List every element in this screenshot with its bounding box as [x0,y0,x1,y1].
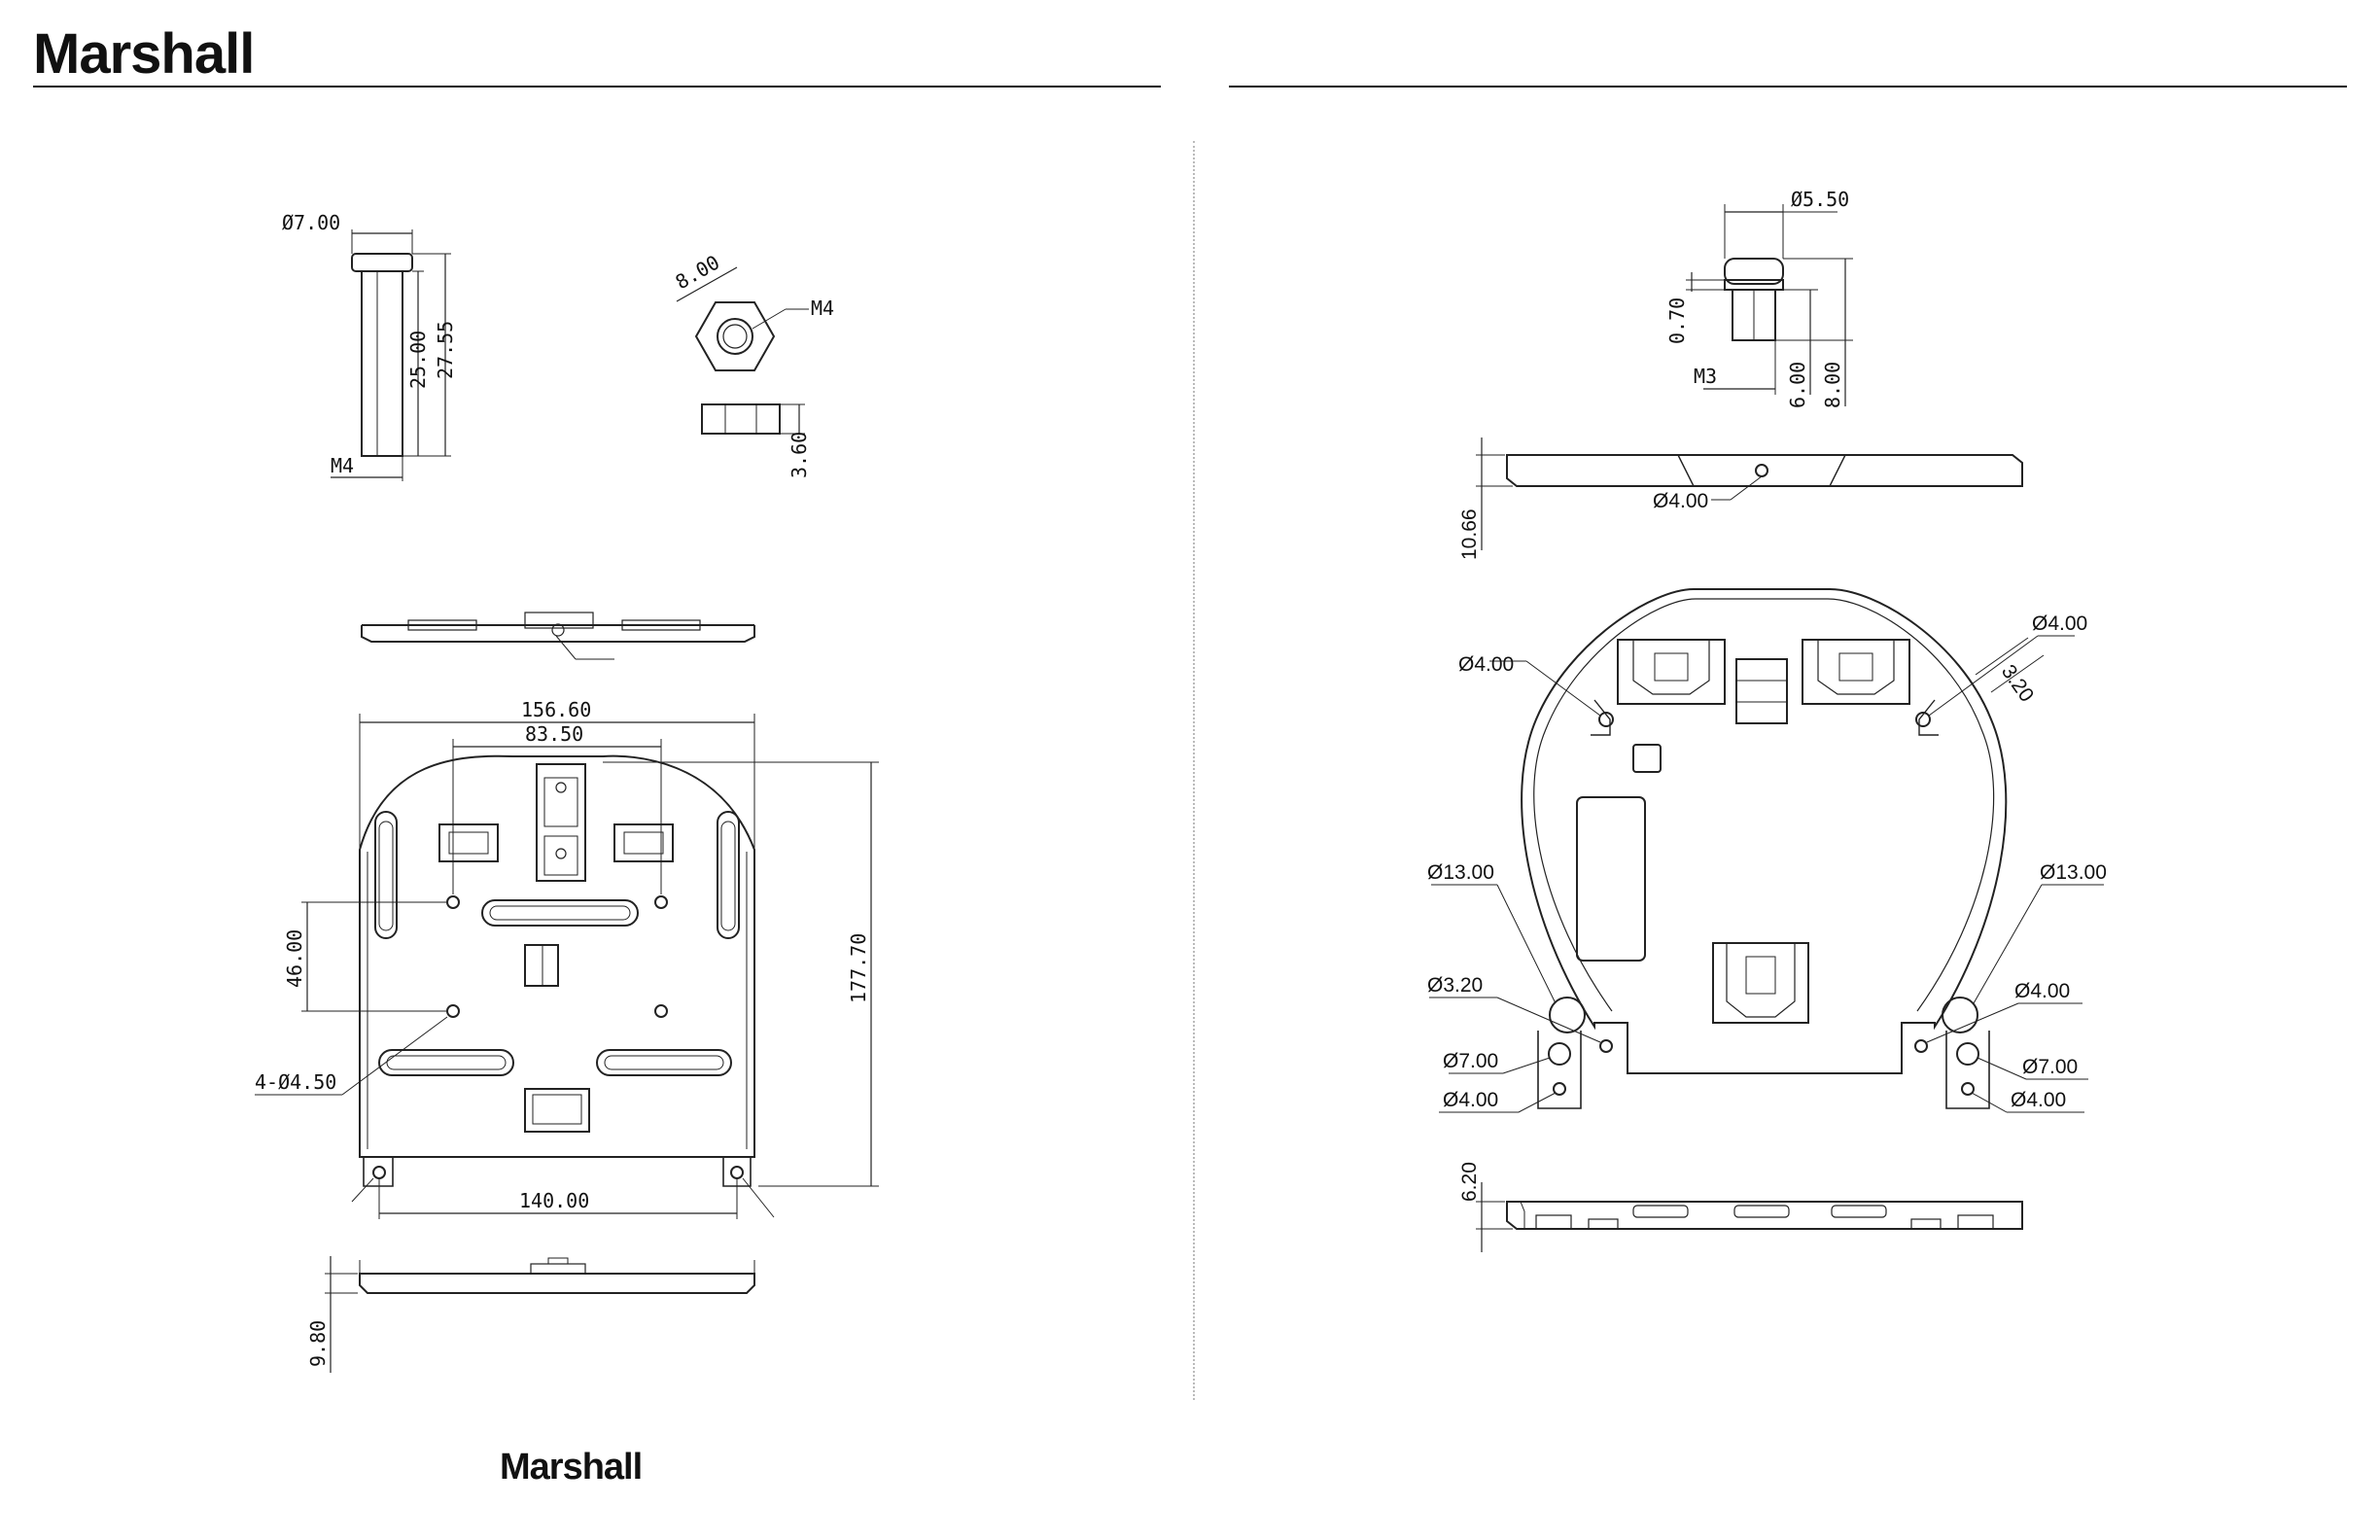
plate-top-view [362,612,754,659]
side-height-label: 10.66 [1458,508,1481,560]
plate-foot-spacing-label: 140.00 [519,1189,589,1212]
bracket-right-arc-hole-label: Ø13.00 [2040,861,2107,884]
nut-drawing [677,267,809,434]
footer-brand-logo: Marshall [500,1447,642,1488]
plate-hole-spacing-label: 83.50 [525,722,583,746]
screw-head-diameter-label: Ø5.50 [1791,188,1849,211]
screw-total-length-label: 8.00 [1821,362,1844,408]
bracket-right-foot-small-hole-label: Ø4.00 [2011,1089,2066,1111]
bracket-side-view [1476,438,2022,550]
bracket-left-foot-large-hole-label: Ø7.00 [1443,1050,1498,1072]
plate-thickness-label: 9.80 [306,1320,330,1367]
bracket-left-small-hole-label: Ø3.20 [1427,974,1483,997]
bolt-thread-label: M4 [331,454,354,477]
bolt-total-length-label: 27.55 [434,321,457,379]
bottom-thickness-label: 6.20 [1458,1162,1481,1202]
screw-head-height-label: 0.70 [1665,298,1689,344]
bracket-top-left-hole-label: Ø4.00 [1458,653,1514,676]
bolt-length-label: 25.00 [406,331,430,389]
plate-holes-label: 4-Ø4.50 [255,1070,336,1094]
nut-thread-label: M4 [811,297,834,320]
bracket-front-view [1429,589,2104,1112]
bracket-right-foot-large-hole-label: Ø7.00 [2022,1056,2078,1078]
side-hole-label: Ø4.00 [1653,490,1708,512]
screw-thread-label: M3 [1694,365,1717,388]
bracket-bottom-view [1476,1182,2022,1252]
bracket-left-foot-small-hole-label: Ø4.00 [1443,1089,1498,1111]
bracket-right-mount-hole-label: Ø4.00 [2014,980,2070,1002]
bracket-top-right-hole-label: Ø4.00 [2032,612,2087,635]
plate-front-view [255,714,879,1219]
bracket-left-arc-hole-label: Ø13.00 [1427,861,1494,884]
bolt-head-diameter-label: Ø7.00 [282,211,340,234]
screw-thread-length-label: 6.00 [1786,362,1809,408]
plate-height-label: 177.70 [847,933,870,1003]
nut-width-label: 8.00 [672,250,724,294]
plate-hole-pitch-label: 46.00 [283,929,306,988]
nut-thickness-label: 3.60 [788,432,811,478]
dimension-labels: Ø7.00 25.00 27.55 M4 8.00 M4 3.60 156.60… [255,188,2107,1367]
plate-width-label: 156.60 [521,698,591,721]
plate-bottom-view [325,1256,754,1373]
